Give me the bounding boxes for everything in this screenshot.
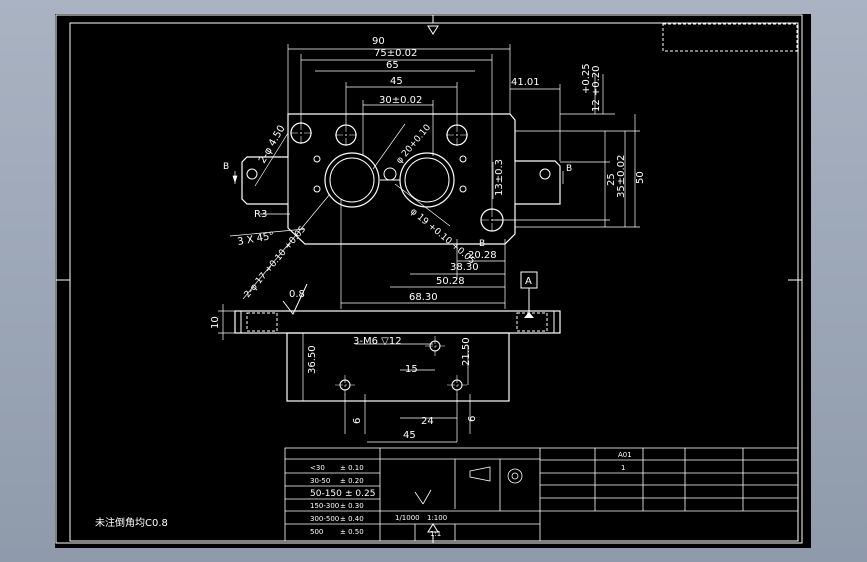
center-hole <box>383 167 397 181</box>
surface-finish-symbol <box>282 283 308 315</box>
tab-hole-left <box>246 168 258 180</box>
dim-15: 15 <box>405 364 418 375</box>
dim-6-left: 6 <box>352 418 363 424</box>
flange-plate <box>234 310 561 334</box>
dim-hole-pitch-mid: 65 <box>386 60 399 71</box>
tol-row-3-value: ± 0.25 <box>345 489 375 499</box>
scale-alt: 1/1000 <box>395 514 420 522</box>
note-chamfer-general: 未注倒角均C0.8 <box>95 516 168 529</box>
bore-left <box>324 152 380 208</box>
dim-overall-width: 90 <box>372 36 385 47</box>
quantity: 1 <box>621 464 625 472</box>
inner-border <box>69 22 799 542</box>
dim-68-30: 68.30 <box>409 292 438 303</box>
tol-row-3-range: 50-150 <box>310 489 342 499</box>
dim-21-50: 21.50 <box>461 337 472 366</box>
dim-tol-upper: +0.25 <box>581 63 592 94</box>
datum-a-marker: B <box>479 239 485 249</box>
tol-row-4-value: ± 0.30 <box>340 502 364 510</box>
center-marks <box>56 15 802 543</box>
tol-row-5-value: ± 0.40 <box>340 515 364 523</box>
section-b-right: B <box>566 164 572 174</box>
dim-24: 24 <box>421 416 434 427</box>
note-hole-phi-4-5: 2-φ 4.50 <box>257 124 288 166</box>
title-block <box>284 447 799 542</box>
dim-36-50: 36.50 <box>307 345 318 374</box>
scale-value: 1:100 <box>427 514 447 522</box>
tol-row-2-value: ± 0.20 <box>340 477 364 485</box>
part-outline-top <box>241 113 561 245</box>
dim-height-50: 50 <box>635 171 646 184</box>
revision-box <box>662 23 798 52</box>
tol-row-1-value: ± 0.10 <box>340 464 364 472</box>
tol-row-5-range: 300-500 <box>310 515 339 523</box>
surface-finish-0-8: 0.8 <box>289 289 305 300</box>
bore-left-inner <box>329 157 375 203</box>
note-thread-3-m6: 3-M6 ▽12 <box>353 336 402 347</box>
dim-right-offset: 41.01 <box>511 77 540 88</box>
outer-border <box>55 14 803 544</box>
dim-tol-nominal: 12 +0.20 <box>591 65 602 112</box>
scale-label: 1:1 <box>430 530 441 538</box>
tol-row-2-range: 30-50 <box>310 477 330 485</box>
dim-6-right: 6 <box>467 416 478 422</box>
body-block <box>286 332 510 402</box>
title-block-tolerances: <30 ± 0.10 30-50 ± 0.20 50-150 ± 0.25 15… <box>310 451 632 538</box>
tol-row-6-range: 500 <box>310 528 323 536</box>
dim-20-28: 20.28 <box>468 250 497 261</box>
datum-a-label: A <box>525 276 532 287</box>
note-chamfer-r3: R3 <box>254 209 267 220</box>
bore-right-inner <box>404 157 450 203</box>
section-b-left: B <box>223 162 229 172</box>
tol-row-4-range: 150-300 <box>310 502 339 510</box>
tol-row-1-range: <30 <box>310 464 325 472</box>
dim-height-small: 13±0.3 <box>494 159 505 196</box>
top-view <box>229 44 640 318</box>
tab-hole-right <box>539 168 551 180</box>
note-chamfer-3x45: 3 X 45° <box>237 231 276 248</box>
dim-thickness-10: 10 <box>210 316 221 329</box>
dim-height-25: 25 <box>606 173 617 186</box>
front-view <box>218 304 561 443</box>
part-number: A01 <box>618 451 632 459</box>
note-bore-phi-19: φ 19 +0.10 +0.05 <box>408 207 477 267</box>
dim-bore-pitch: 30±0.02 <box>379 95 422 106</box>
dim-50-28: 50.28 <box>436 276 465 287</box>
dim-height-35: 35±0.02 <box>616 155 627 198</box>
bore-right <box>399 152 455 208</box>
dim-38-30: 38.30 <box>450 262 479 273</box>
drawing-canvas: 90 75±0.02 65 45 30±0.02 41.01 +0.25 12 … <box>55 14 811 548</box>
dim-slot-width: 45 <box>390 76 403 87</box>
engineering-drawing: 90 75±0.02 65 45 30±0.02 41.01 +0.25 12 … <box>55 14 803 544</box>
note-bore-phi-20: φ 20+0.10 <box>395 123 434 166</box>
dim-45-bottom: 45 <box>403 430 416 441</box>
dim-hole-pitch-outer: 75±0.02 <box>374 48 417 59</box>
tol-row-6-value: ± 0.50 <box>340 528 364 536</box>
